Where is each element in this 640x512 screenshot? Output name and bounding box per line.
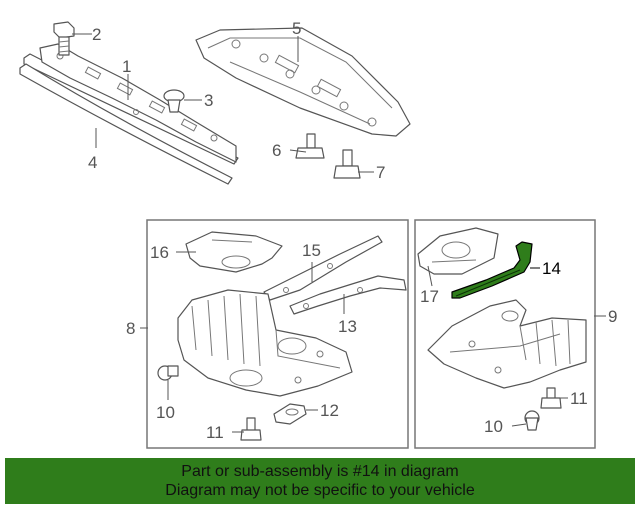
leader-lines <box>72 33 606 433</box>
left-engine-undercover[interactable] <box>177 289 353 397</box>
callout-16: 16 <box>150 243 169 262</box>
part-13-side-rail[interactable] <box>289 275 407 315</box>
assembly-8-box <box>146 219 409 449</box>
callout-3: 3 <box>204 91 213 110</box>
part-3-push-clip[interactable] <box>163 89 185 113</box>
part-2-bolt[interactable] <box>53 21 75 56</box>
callout-numbers: 2 1 3 4 5 6 7 16 15 13 8 10 11 12 17 14 … <box>88 19 617 442</box>
banner-line-1: Part or sub-assembly is #14 in diagram <box>181 463 459 480</box>
part-11-bolt-right[interactable] <box>540 387 562 409</box>
right-engine-undercover[interactable] <box>427 299 587 389</box>
callout-8: 8 <box>126 319 135 338</box>
callout-17: 17 <box>420 287 439 306</box>
part-10-clip-right[interactable] <box>524 410 540 431</box>
part-7-flange-bolt[interactable] <box>333 149 361 179</box>
part-1-front-bracket[interactable] <box>39 43 237 163</box>
callout-10-right: 10 <box>484 417 503 436</box>
part-14-highlighted-bracket[interactable] <box>451 241 533 299</box>
assembly-9-box <box>414 219 596 449</box>
callout-7: 7 <box>376 163 385 182</box>
callout-9: 9 <box>608 307 617 326</box>
part-17-bracket-plate[interactable] <box>417 227 499 275</box>
callout-11-left: 11 <box>206 423 224 442</box>
callout-2: 2 <box>92 25 101 44</box>
callout-5: 5 <box>292 19 301 38</box>
part-info-banner: Part or sub-assembly is #14 in diagram D… <box>5 458 635 504</box>
part-15-side-rail[interactable] <box>263 235 383 301</box>
part-12-cover-plate[interactable] <box>273 403 307 425</box>
callout-4: 4 <box>88 153 97 172</box>
callout-15: 15 <box>302 241 321 260</box>
exploded-parts-diagram: 2 1 3 4 5 6 7 16 15 13 8 10 11 12 17 14 … <box>19 19 617 449</box>
part-5-upper-undercover[interactable] <box>195 27 411 137</box>
callout-12: 12 <box>320 401 339 420</box>
callout-13: 13 <box>338 317 357 336</box>
part-11-bolt-left[interactable] <box>240 417 262 441</box>
callout-11-right: 11 <box>570 389 588 408</box>
part-6-flange-bolt[interactable] <box>295 133 325 159</box>
banner-line-2: Diagram may not be specific to your vehi… <box>165 482 475 499</box>
callout-6: 6 <box>272 141 281 160</box>
part-10-clip-left[interactable] <box>157 365 179 381</box>
part-16-bracket-plate[interactable] <box>185 231 283 273</box>
callout-10-left: 10 <box>156 403 175 422</box>
callout-14: 14 <box>542 259 561 278</box>
callout-1: 1 <box>122 57 131 76</box>
